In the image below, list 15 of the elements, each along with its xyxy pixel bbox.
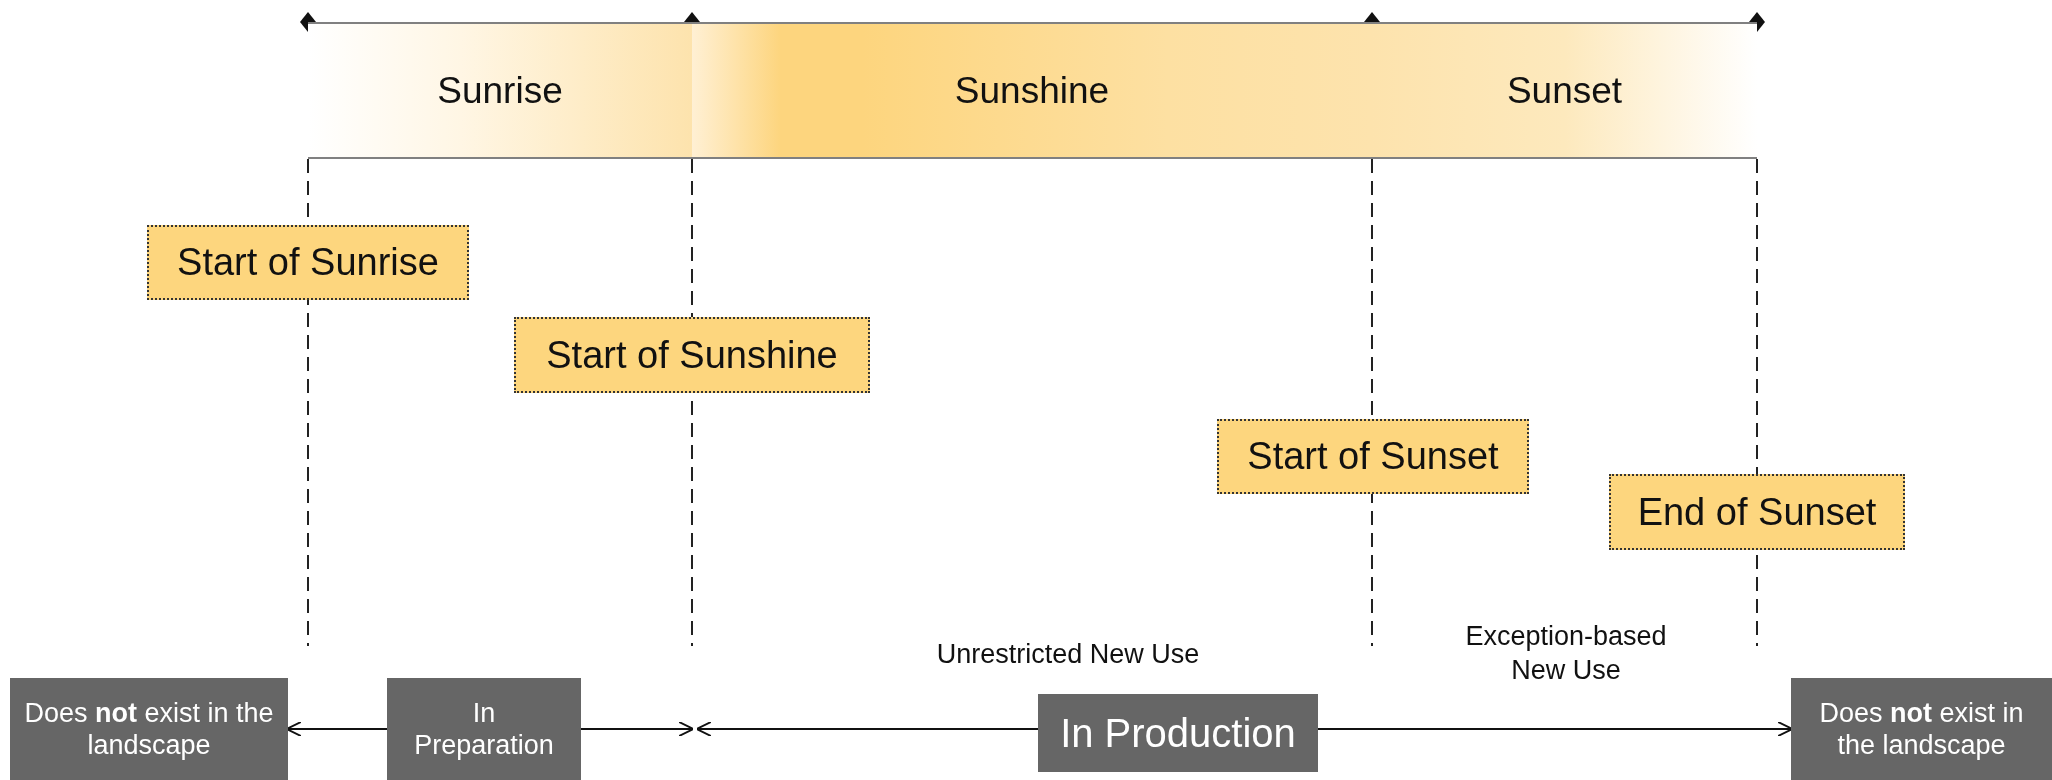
- state-box: Does not exist in the landscape: [10, 678, 288, 780]
- state-box: In Production: [1038, 694, 1318, 772]
- milestone-label: Start of Sunset: [1217, 419, 1529, 494]
- state-box: In Preparation: [387, 678, 581, 780]
- timeline-segment: Sunset: [1372, 22, 1757, 159]
- milestone-label: Start of Sunshine: [514, 317, 870, 393]
- milestone-label: End of Sunset: [1609, 474, 1905, 550]
- milestone-label: Start of Sunrise: [147, 225, 469, 300]
- state-box: Does not exist in the landscape: [1791, 678, 2052, 780]
- phase-note: Exception-based New Use: [1464, 620, 1668, 687]
- arrow: [695, 721, 1039, 737]
- arrow: [580, 721, 695, 737]
- timeline-segment: Sunshine: [692, 22, 1372, 159]
- phase-note: Unrestricted New Use: [935, 638, 1201, 671]
- timeline-segment: Sunrise: [308, 22, 692, 159]
